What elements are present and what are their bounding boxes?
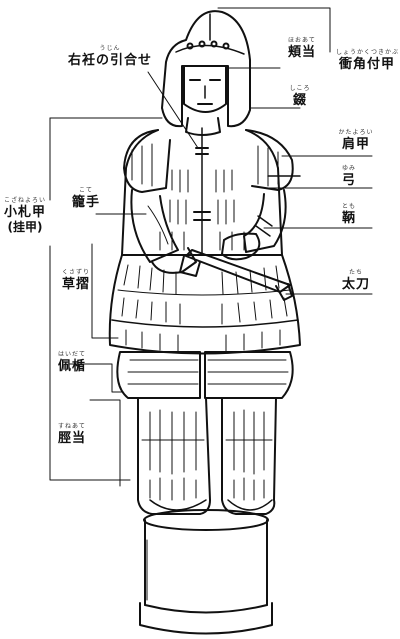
ruby-kote: こて	[78, 187, 93, 194]
kusazuri-skirt	[108, 254, 301, 355]
label-shikoro: しころ 錣	[288, 85, 312, 108]
text-shoukaku: 衝角付甲	[338, 57, 395, 72]
text-kote: 籠手	[71, 195, 100, 210]
text-kusazuri: 草摺	[61, 277, 90, 292]
ruby-kozane: こざねよろい	[3, 197, 46, 204]
ruby-suneate: すねあて	[58, 423, 86, 430]
label-migi-ozuma: うじん 右衽の引合せ	[58, 45, 162, 68]
tachi-sword	[179, 249, 293, 301]
ruby-shikoro: しころ	[289, 85, 311, 92]
ruby-shoukaku: しょうかくつきかぶと	[336, 49, 400, 56]
legs	[116, 351, 294, 515]
label-kusazuri: くさずり 草摺	[56, 269, 96, 292]
right-arm-kote	[221, 189, 287, 261]
text-tomo: 鞆	[341, 211, 356, 226]
label-tachi: たち 太刀	[336, 269, 376, 292]
ruby-kusazuri: くさずり	[61, 269, 90, 276]
text-yumi: 弓	[341, 173, 356, 188]
torso	[121, 127, 283, 256]
text-kozane: 小札甲	[3, 205, 46, 220]
ruby-haidate: はいだて	[57, 351, 86, 358]
text-kozane-sub: (挂甲)	[7, 220, 43, 234]
ruby-tomo: とも	[341, 203, 356, 210]
pedestal	[139, 509, 273, 635]
ruby-tachi: たち	[348, 269, 363, 276]
label-yumi: ゆみ 弓	[338, 165, 360, 188]
torso-lamellae	[159, 169, 245, 251]
ruby-migi-ozuma: うじん	[99, 45, 121, 52]
label-kozane: こざねよろい 小札甲 (挂甲)	[2, 197, 48, 234]
text-migi-ozuma: 右衽の引合せ	[67, 53, 152, 68]
label-suneate: すねあて 脛当	[52, 423, 92, 446]
text-shikoro: 錣	[292, 93, 307, 108]
label-shoukaku: しょうかくつきかぶと 衝角付甲	[336, 49, 400, 72]
ruby-yumi: ゆみ	[341, 165, 356, 172]
leg-lamellae	[141, 409, 273, 501]
shoulder-guards	[123, 129, 294, 193]
text-hoate: 頬当	[287, 45, 316, 60]
label-haidate: はいだて 佩楯	[52, 351, 92, 374]
label-tomo: とも 鞆	[338, 203, 360, 226]
label-hoate: ほおあて 頬当	[280, 37, 324, 60]
skirt-lamellae	[121, 264, 288, 353]
helmet	[161, 10, 251, 128]
leader-lines	[49, 7, 373, 487]
text-suneate: 脛当	[57, 431, 86, 446]
face	[183, 65, 227, 113]
label-kote: こて 籠手	[66, 187, 106, 210]
ruby-hoate: ほおあて	[288, 37, 316, 44]
label-kata: かたよろい 肩甲	[336, 129, 376, 152]
text-kata: 肩甲	[341, 137, 370, 152]
text-haidate: 佩楯	[57, 359, 86, 374]
text-tachi: 太刀	[341, 277, 370, 292]
neck-guard	[185, 117, 221, 136]
ruby-kata: かたよろい	[338, 129, 374, 136]
